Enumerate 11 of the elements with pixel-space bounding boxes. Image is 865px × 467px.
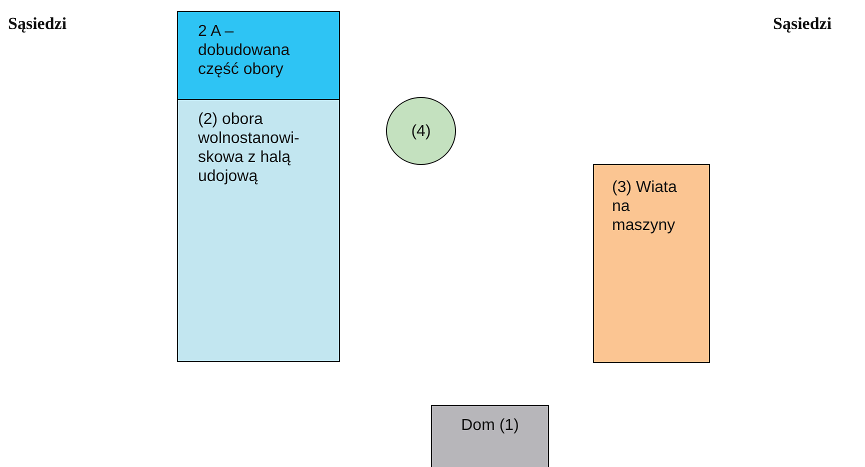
box-label: (2) obora wolnostanowi- skowa z halą udojową [198, 110, 300, 186]
box-label: (3) Wiata na maszyny [612, 178, 678, 235]
neighbours-label: Sąsiedzi [8, 14, 67, 34]
building-extension-box [177, 11, 340, 100]
house-box [431, 405, 549, 467]
neighbours-label: Sąsiedzi [773, 14, 832, 34]
box-label: 2 A – dobudowana część obory [198, 22, 291, 79]
box-label: Dom (1) [460, 416, 520, 435]
box-label: (4) [411, 122, 431, 140]
barn-box [177, 99, 340, 362]
shed-box [593, 164, 710, 363]
